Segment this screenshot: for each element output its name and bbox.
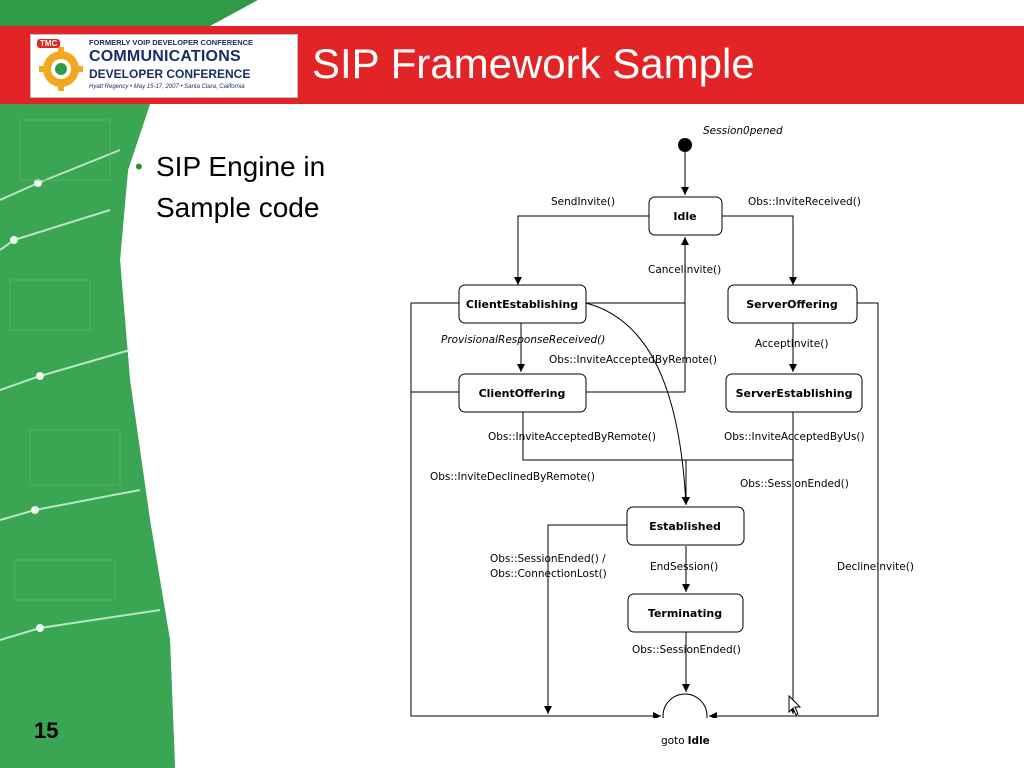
conference-logo: TMC FORMERLY VOIP DEVELOPER CONFERENCE C… [30, 34, 298, 98]
label-provisional-response: ProvisionalResponseReceived() [441, 334, 605, 346]
label-session-ended-server: Obs::SessionEnded() [740, 478, 849, 490]
label-accepted-by-remote-curve: Obs::InviteAcceptedByRemote() [549, 354, 717, 366]
state-idle: Idle [673, 210, 696, 223]
logo-line-1: COMMUNICATIONS [89, 48, 241, 65]
state-terminating: Terminating [648, 607, 722, 620]
label-send-invite: SendInvite() [551, 196, 615, 208]
label-decline-invite: DeclineInvite() [837, 561, 914, 573]
state-client-offering: ClientOffering [479, 387, 566, 400]
state-server-establishing-box [725, 373, 863, 413]
label-cancel-invite: CancelInvite() [648, 264, 721, 276]
label-session-ended-conn-2: Obs::ConnectionLost() [490, 568, 607, 580]
initial-state-dot [678, 138, 692, 152]
label-session-ended-terminating: Obs::SessionEnded() [632, 644, 741, 656]
bullet-item: • SIP Engine in Sample code [135, 146, 326, 228]
state-client-offering-box [458, 373, 587, 413]
initial-label: Session0pened [703, 125, 783, 137]
state-server-establishing: ServerEstablishing [736, 387, 853, 400]
bullet-dot-icon: • [135, 154, 143, 179]
bullet-line-2: Sample code [156, 192, 320, 223]
state-terminating-box [627, 593, 744, 633]
slide-title: SIP Framework Sample [312, 40, 755, 87]
state-established-box [626, 506, 745, 546]
logo-line-2: DEVELOPER CONFERENCE [89, 67, 251, 81]
logo-line-3: Hyatt Regency • May 15-17, 2007 • Santa … [89, 84, 245, 90]
page-number: 15 [34, 718, 59, 743]
state-server-offering-box [727, 284, 858, 324]
state-client-establishing-box [458, 284, 587, 324]
logo-formerly-text: FORMERLY VOIP DEVELOPER CONFERENCE [89, 38, 254, 47]
tmc-badge: TMC [37, 39, 61, 48]
label-accepted-by-remote: Obs::InviteAcceptedByRemote() [488, 431, 656, 443]
state-client-establishing: ClientEstablishing [466, 298, 578, 311]
state-idle-box [648, 196, 723, 236]
state-server-offering: ServerOffering [746, 298, 838, 311]
label-declined-by-remote: Obs::InviteDeclinedByRemote() [430, 471, 595, 483]
gear-logo-icon [39, 47, 83, 91]
label-accepted-by-us: Obs::InviteAcceptedByUs() [724, 431, 865, 443]
bullet-line-1: SIP Engine in [156, 151, 326, 182]
mouse-cursor-icon [788, 694, 802, 716]
label-end-session: EndSession() [650, 561, 718, 573]
label-invite-received: Obs::InviteReceived() [748, 196, 861, 208]
label-accept-invite: AcceptInvite() [755, 338, 828, 350]
label-session-ended-conn-1: Obs::SessionEnded() / [490, 553, 606, 565]
state-established: Established [649, 520, 721, 533]
